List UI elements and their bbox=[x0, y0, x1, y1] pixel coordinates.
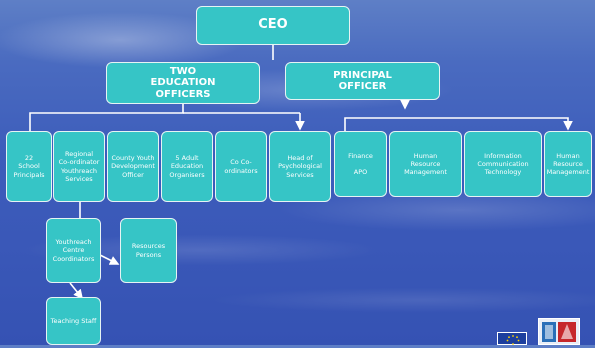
node-school-principals-label: 22 School Principals bbox=[13, 154, 45, 179]
node-resources-persons-label: Resources Persons bbox=[131, 242, 166, 259]
node-two-education-officers: TWO EDUCATION OFFICERS bbox=[106, 62, 260, 104]
node-head-psychological: Head of Psychological Services bbox=[269, 131, 331, 202]
node-adult-education-organisers-label: 5 Adult Education Organisers bbox=[169, 154, 205, 179]
node-co-ordinators-label: Co Co- ordinators bbox=[224, 158, 258, 175]
node-ceo: CEO bbox=[196, 6, 350, 45]
node-human-resource-management-1-label: Human Resource Management bbox=[404, 151, 447, 177]
node-co-ordinators: Co Co- ordinators bbox=[215, 131, 267, 202]
node-finance-label: Finance APO bbox=[348, 151, 373, 177]
node-teaching-staff-label: Teaching Staff bbox=[50, 316, 97, 325]
node-county-youth-officer-label: County Youth Development Officer bbox=[111, 154, 155, 179]
node-youthreach-centre-coordinators: Youthreach Centre Coordinators bbox=[46, 218, 101, 283]
node-principal-officer: PRINCIPAL OFFICER bbox=[285, 62, 440, 100]
node-resources-persons: Resources Persons bbox=[120, 218, 177, 283]
node-finance: Finance APO bbox=[334, 131, 387, 197]
node-county-youth-officer: County Youth Development Officer bbox=[107, 131, 159, 202]
node-human-resource-management-2-label: Human Resource Management bbox=[546, 151, 590, 177]
node-regional-coordinator: Regional Co-ordinator Youthreach Service… bbox=[53, 131, 105, 202]
node-ict: Information Communication Technology bbox=[464, 131, 542, 197]
node-regional-coordinator-label: Regional Co-ordinator Youthreach Service… bbox=[58, 150, 100, 183]
node-ict-label: Information Communication Technology bbox=[477, 151, 529, 177]
eu-flag-icon bbox=[497, 332, 527, 345]
node-principal-officer-label: PRINCIPAL OFFICER bbox=[333, 69, 392, 93]
node-teaching-staff: Teaching Staff bbox=[46, 297, 101, 345]
organisation-logo-icon bbox=[538, 318, 580, 345]
node-human-resource-management-2: Human Resource Management bbox=[544, 131, 592, 197]
node-human-resource-management-1: Human Resource Management bbox=[389, 131, 462, 197]
node-school-principals: 22 School Principals bbox=[6, 131, 52, 202]
node-youthreach-centre-coordinators-label: Youthreach Centre Coordinators bbox=[52, 238, 95, 263]
node-head-psychological-label: Head of Psychological Services bbox=[278, 154, 322, 179]
node-two-education-officers-label: TWO EDUCATION OFFICERS bbox=[150, 65, 216, 100]
node-adult-education-organisers: 5 Adult Education Organisers bbox=[161, 131, 213, 202]
node-ceo-label: CEO bbox=[258, 17, 288, 33]
